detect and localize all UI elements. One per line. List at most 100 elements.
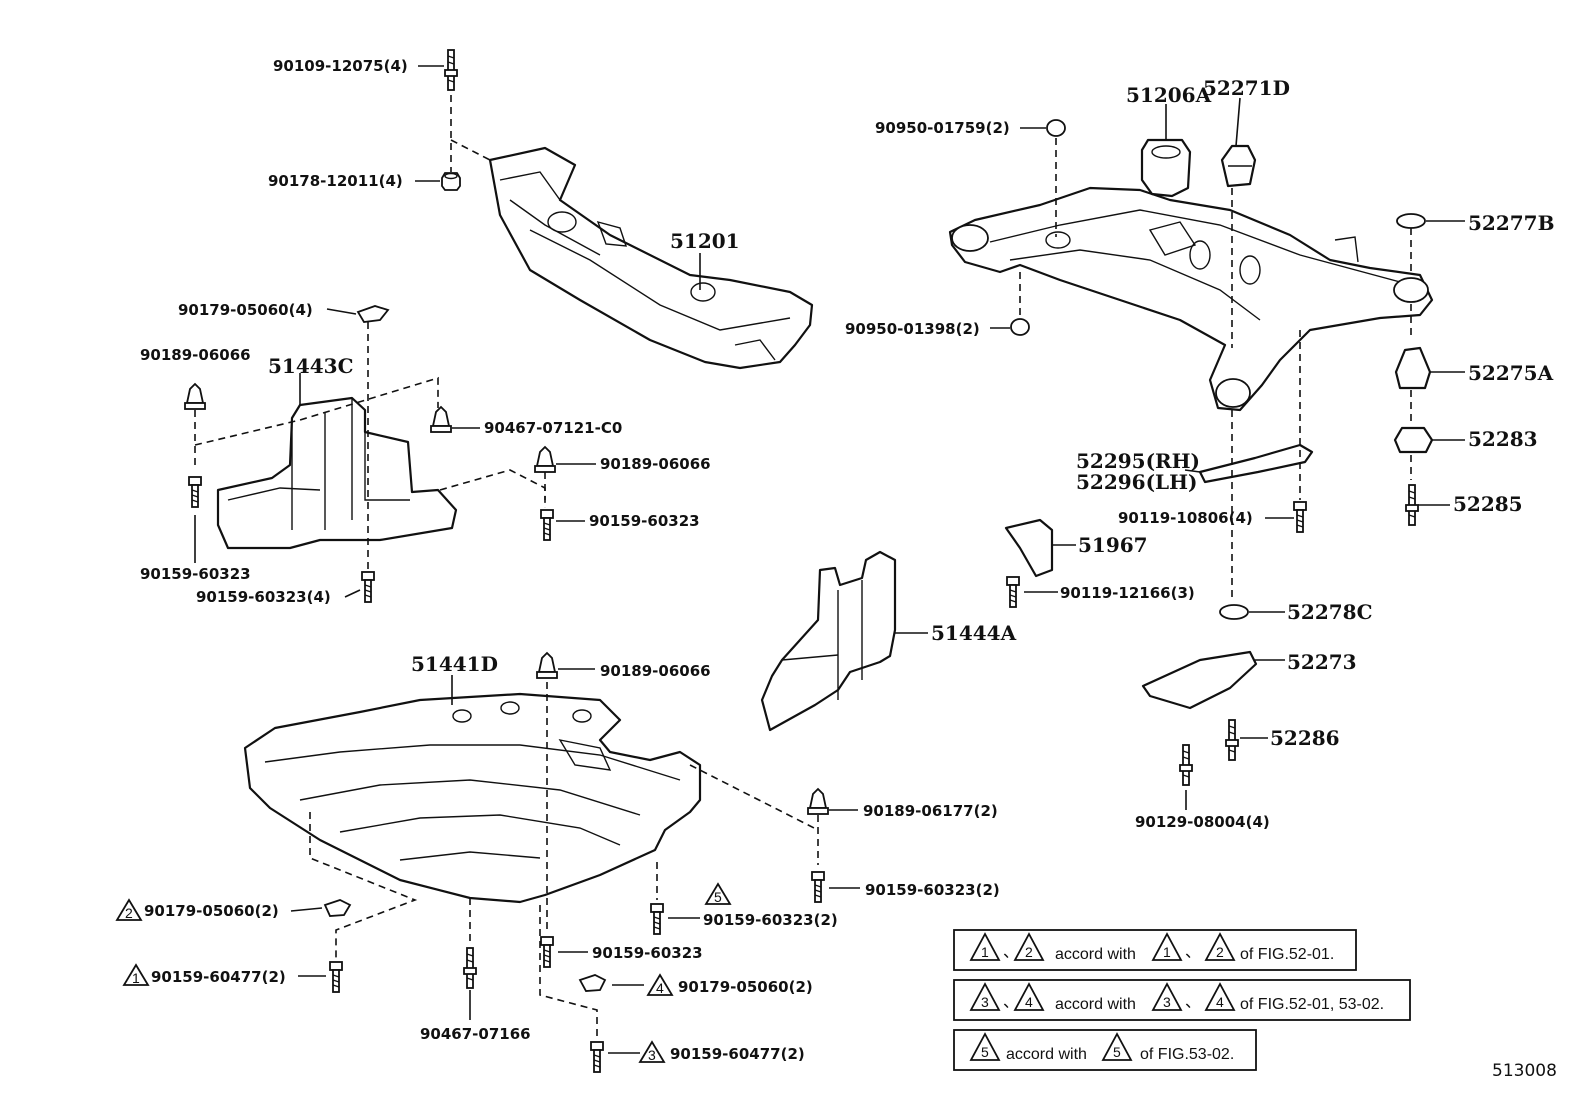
clip-90467-07121 (430, 406, 452, 433)
triangle-number: 5 (714, 889, 722, 905)
label-51206A: 51206A (1126, 83, 1212, 107)
label-90159-60323-c: 90159-60323(4) (196, 588, 331, 606)
clip-90179-05060-left (323, 899, 352, 917)
plate-52273 (1141, 650, 1258, 710)
note-text-tail: of FIG.52-01. (1240, 946, 1334, 963)
note-tri-a: 1 (981, 944, 989, 960)
bolt-90119-10806 (1293, 501, 1307, 533)
stud-bolt-90109-12075 (444, 49, 458, 91)
triangle-mark-icon: 4 (646, 973, 674, 996)
note-tri-c: 1 (1163, 944, 1171, 960)
undercover-51441D (243, 692, 702, 904)
note-text-mid: accord with (1055, 946, 1136, 963)
label-51444A: 51444A (931, 621, 1017, 645)
bolt-90119-12166 (1006, 576, 1020, 608)
note-tri-b: 2 (1025, 944, 1033, 960)
mount-52275A (1394, 346, 1432, 390)
note-text-mid: accord with (1006, 1046, 1087, 1063)
stud-90467-07166 (463, 947, 477, 989)
triangle-mark-icon: 2 (115, 898, 143, 921)
label-90950-01398: 90950-01398(2) (845, 320, 980, 338)
label-52283: 52283 (1468, 427, 1538, 451)
shield-51444A (760, 550, 897, 732)
bolt-90159-60323-mid (650, 903, 664, 935)
bracket-51967 (1004, 518, 1054, 578)
triangle-number: 1 (132, 970, 140, 986)
label-90119-12166: 90119-12166(3) (1060, 584, 1195, 602)
bolt-90159-60477-lower (590, 1041, 604, 1073)
triangle-mark-icon: 5 (704, 882, 732, 905)
label-90189-06066-b: 90189-06066 (600, 455, 711, 473)
label-90159-60477-b: 90159-60477(2) (670, 1045, 805, 1063)
svg-text:、: 、 (1003, 994, 1019, 1011)
label-52275A: 52275A (1468, 361, 1554, 385)
label-90129-08004: 90129-08004(4) (1135, 813, 1270, 831)
shield-51443C (216, 396, 458, 550)
triangle-number: 3 (648, 1047, 656, 1063)
triangle-number: 4 (656, 980, 664, 996)
label-90467-07121: 90467-07121-C0 (484, 419, 622, 437)
bolt-90159-60323-center (540, 936, 554, 968)
triangle-number: 2 (125, 905, 133, 921)
clip-90179-05060-lower (578, 974, 607, 992)
svg-text:、: 、 (1185, 994, 1201, 1011)
note-tri-a: 3 (981, 994, 989, 1010)
note-box-3: 5 accord with 5 of FIG.53-02. (953, 1029, 1257, 1071)
label-90467-07166: 90467-07166 (420, 1025, 531, 1043)
label-52295: 52295(RH) (1076, 449, 1200, 473)
crossmember-51201 (488, 146, 814, 370)
note-tri-d: 4 (1216, 994, 1224, 1010)
bushing-51206A (1140, 138, 1192, 198)
label-90179-05060-c: 90179-05060(2) (678, 978, 813, 996)
bolt-90159-60323-bottom (361, 571, 375, 603)
bolt-90159-60477-left (329, 961, 343, 993)
washer-52278C (1219, 604, 1249, 620)
label-52286: 52286 (1270, 726, 1340, 750)
label-51967: 51967 (1078, 533, 1148, 557)
note-tri-d: 2 (1216, 944, 1224, 960)
label-90179-05060: 90179-05060(4) (178, 301, 313, 319)
label-90178-12011: 90178-12011(4) (268, 172, 403, 190)
label-51441D: 51441D (411, 652, 498, 676)
label-52278C: 52278C (1287, 600, 1373, 624)
bolt-90129-08004 (1179, 744, 1193, 786)
bolt-52286 (1225, 719, 1239, 761)
label-90950-01759: 90950-01759(2) (875, 119, 1010, 137)
label-90189-06066-c: 90189-06066 (600, 662, 711, 680)
stopper-52271D-part (1220, 144, 1257, 188)
label-90119-10806: 90119-10806(4) (1118, 509, 1253, 527)
note-tri-b: 4 (1025, 994, 1033, 1010)
clip-90189-06066-right (534, 446, 556, 473)
note-box-1: 1 、 2 accord with 1 、 2 of FIG.52-01. (953, 929, 1357, 971)
label-90159-60323-f: 90159-60323 (592, 944, 703, 962)
label-52285: 52285 (1453, 492, 1523, 516)
note-tri-a: 5 (981, 1044, 989, 1060)
cap-90950-01759 (1046, 119, 1066, 137)
note-box-2: 3 、 4 accord with 3 、 4 of FIG.52-01, 53… (953, 979, 1411, 1021)
label-90189-06177: 90189-06177(2) (863, 802, 998, 820)
brace-52295-52296 (1198, 443, 1314, 484)
bolt-52285 (1405, 484, 1419, 526)
label-90159-60477-a: 90159-60477(2) (151, 968, 286, 986)
clip-90189-06066-left (184, 383, 206, 410)
washer-52277B (1396, 213, 1426, 229)
subframe-52271D (948, 186, 1434, 412)
label-52296: 52296(LH) (1076, 470, 1197, 494)
label-52273: 52273 (1287, 650, 1357, 674)
svg-text:、: 、 (1003, 944, 1019, 961)
note-text-mid: accord with (1055, 996, 1136, 1013)
mount-52283 (1393, 426, 1434, 454)
label-90189-06066-a: 90189-06066 (140, 346, 251, 364)
note-text-tail: of FIG.52-01, 53-02. (1240, 996, 1384, 1013)
triangle-mark-icon: 3 (638, 1040, 666, 1063)
bolt-90159-60323-far-right (811, 871, 825, 903)
figure-code: 513008 (1492, 1061, 1557, 1081)
label-51443C: 51443C (268, 354, 354, 378)
label-90179-05060-b: 90179-05060(2) (144, 902, 279, 920)
label-90159-60323-b: 90159-60323 (140, 565, 251, 583)
clip-90179-05060 (356, 305, 390, 323)
label-52271D: 52271D (1203, 76, 1290, 100)
clip-90189-06177 (807, 788, 829, 815)
label-90159-60323-d: 90159-60323(2) (865, 881, 1000, 899)
